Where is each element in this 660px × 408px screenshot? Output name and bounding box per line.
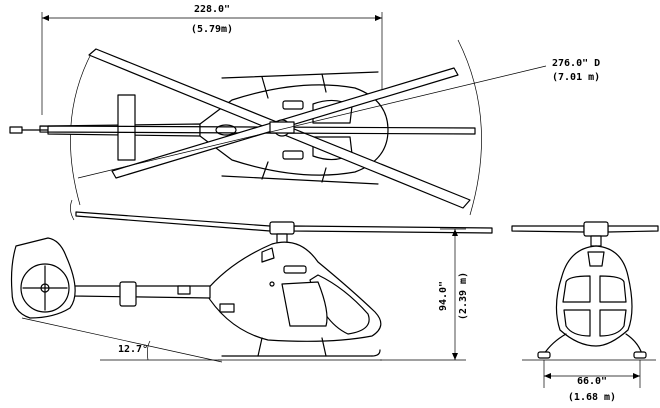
skid-strut-2 xyxy=(321,73,327,93)
front-view xyxy=(511,221,659,388)
front-cowl xyxy=(587,251,605,267)
skid-strut-4 xyxy=(321,167,327,183)
arrow-up xyxy=(452,229,458,236)
side-view xyxy=(10,199,493,363)
rotor-blade-front-right xyxy=(607,225,659,233)
arrow-w-left xyxy=(544,373,551,379)
rotor-hub-block xyxy=(269,121,295,134)
height-metric: (2.39 m) xyxy=(458,272,469,320)
rotor-disc-arc-right xyxy=(457,39,482,216)
skid-strut-side-2 xyxy=(321,337,327,357)
arrow-down xyxy=(452,353,458,360)
rotor-blade-side-right xyxy=(293,225,493,234)
skid-width-metric: (1.68 m) xyxy=(568,392,616,403)
front-window-tl xyxy=(562,275,591,303)
rotor-disc-arc-side xyxy=(70,199,75,221)
top-view xyxy=(9,12,547,216)
rotor-hub-side xyxy=(269,221,295,235)
horizontal-stabilizer-top xyxy=(117,94,136,161)
tail-strake-side xyxy=(177,285,191,295)
skid-front-right xyxy=(633,351,647,359)
arrow-w-right xyxy=(633,373,640,379)
door-handle-side xyxy=(283,265,307,274)
skid-strut-side-1 xyxy=(257,337,263,357)
front-window-br xyxy=(599,309,627,337)
skid-top-upper xyxy=(221,71,379,79)
tail-angle-arc xyxy=(146,340,151,361)
skid-side-front xyxy=(371,349,381,357)
skid-strut-3 xyxy=(261,161,269,180)
fuel-cap-side xyxy=(269,281,275,287)
door-top-1 xyxy=(282,100,304,110)
skid-gear-front-right xyxy=(625,333,643,355)
skid-strut-1 xyxy=(261,76,269,99)
length-metric: (5.79m) xyxy=(191,24,233,35)
front-window-bl xyxy=(563,309,591,337)
height-imperial: 94.0" xyxy=(438,281,449,311)
arrow-left xyxy=(42,15,49,21)
skid-gear-front-left xyxy=(543,333,567,355)
rotor-blade-front-left xyxy=(511,225,585,233)
engine-cowl-side xyxy=(261,247,275,263)
rotor-diameter-metric: (7.01 m) xyxy=(552,72,600,83)
rotor-hub-front xyxy=(583,221,609,237)
rotor-diameter-imperial: 276.0" D xyxy=(552,58,600,69)
arrow-right xyxy=(375,15,382,21)
front-window-tr xyxy=(599,275,627,303)
tail-stabilizer-side xyxy=(119,281,137,307)
rotor-blade-side-left xyxy=(75,211,271,232)
rotor-blade-top-b xyxy=(39,125,476,135)
rotor-mast-front xyxy=(590,235,602,247)
door-top-2 xyxy=(282,150,304,160)
skid-width-imperial: 66.0" xyxy=(577,376,607,387)
skid-top-lower xyxy=(221,175,379,185)
length-imperial: 228.0" xyxy=(194,4,230,15)
tail-rotor-top xyxy=(9,126,23,134)
tail-angle-value: 12.7° xyxy=(118,344,148,355)
cabin-window-side xyxy=(281,281,328,327)
rotor-diameter-line xyxy=(77,65,547,179)
skid-front-left xyxy=(537,351,551,359)
rotor-disc-arc-left xyxy=(70,51,93,206)
tail-angle-line xyxy=(21,317,223,363)
step-side xyxy=(219,303,235,313)
